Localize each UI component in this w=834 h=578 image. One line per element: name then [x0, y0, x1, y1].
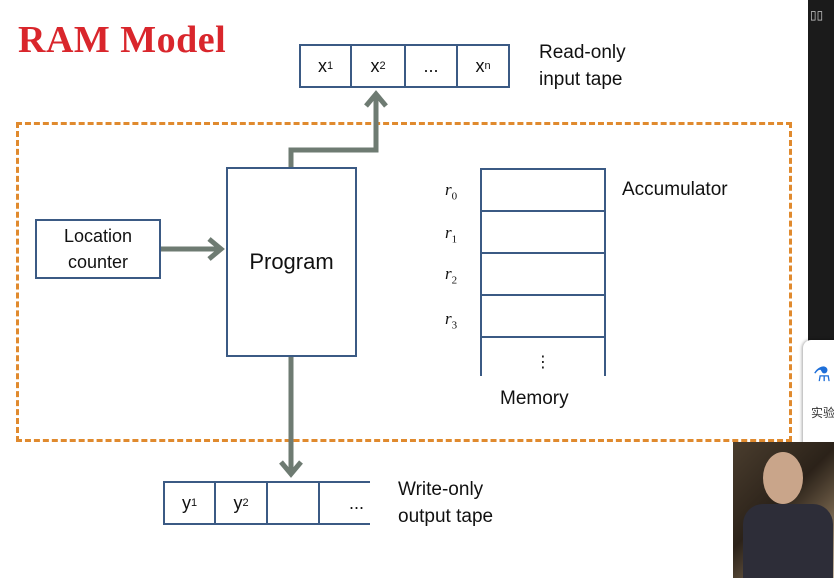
input-arrowhead: [364, 90, 388, 108]
program-box: Program: [226, 167, 357, 357]
webcam-face: [763, 452, 803, 504]
memory-cell-r0: [480, 168, 606, 210]
slide-title: RAM Model: [18, 19, 227, 61]
memory-cell-r3: [480, 294, 606, 336]
webcam-overlay: [733, 442, 834, 578]
program-label: Program: [249, 249, 334, 274]
input-tape-label-line1: Read-only: [539, 42, 626, 63]
memory-open-bottom: [480, 336, 606, 376]
input-cell: ...: [406, 46, 458, 86]
side-item-lab[interactable]: 实验: [811, 406, 834, 420]
webcam-body: [743, 504, 833, 578]
output-cell: [268, 483, 320, 523]
memory-ellipsis: ⋮: [535, 354, 551, 371]
memory-label: Memory: [500, 388, 569, 409]
memory-cell-r2: [480, 252, 606, 294]
input-tape-label: Read-only input tape: [539, 39, 626, 93]
memory-cell-r1: [480, 210, 606, 252]
register-label: r1: [445, 223, 458, 246]
accumulator-label: Accumulator: [622, 179, 728, 200]
location-counter-line2: counter: [67, 252, 129, 272]
output-tape-label-line2: output tape: [398, 506, 494, 527]
location-counter-box: Location counter: [35, 219, 161, 279]
output-arrowhead: [279, 460, 303, 478]
watermark-logo: ▯▯: [810, 8, 824, 22]
input-tape-label-line2: input tape: [539, 69, 623, 90]
output-tape-label: Write-only output tape: [398, 476, 493, 530]
machine-boundary: [16, 122, 792, 442]
register-label: r3: [445, 309, 458, 332]
register-label: r2: [445, 264, 458, 287]
location-counter-line1: Location: [63, 226, 133, 246]
output-tape-label-line1: Write-only: [398, 479, 484, 500]
output-cell: ...: [348, 492, 364, 513]
register-label: r0: [445, 180, 458, 203]
flask-icon[interactable]: ⚗: [813, 364, 831, 386]
